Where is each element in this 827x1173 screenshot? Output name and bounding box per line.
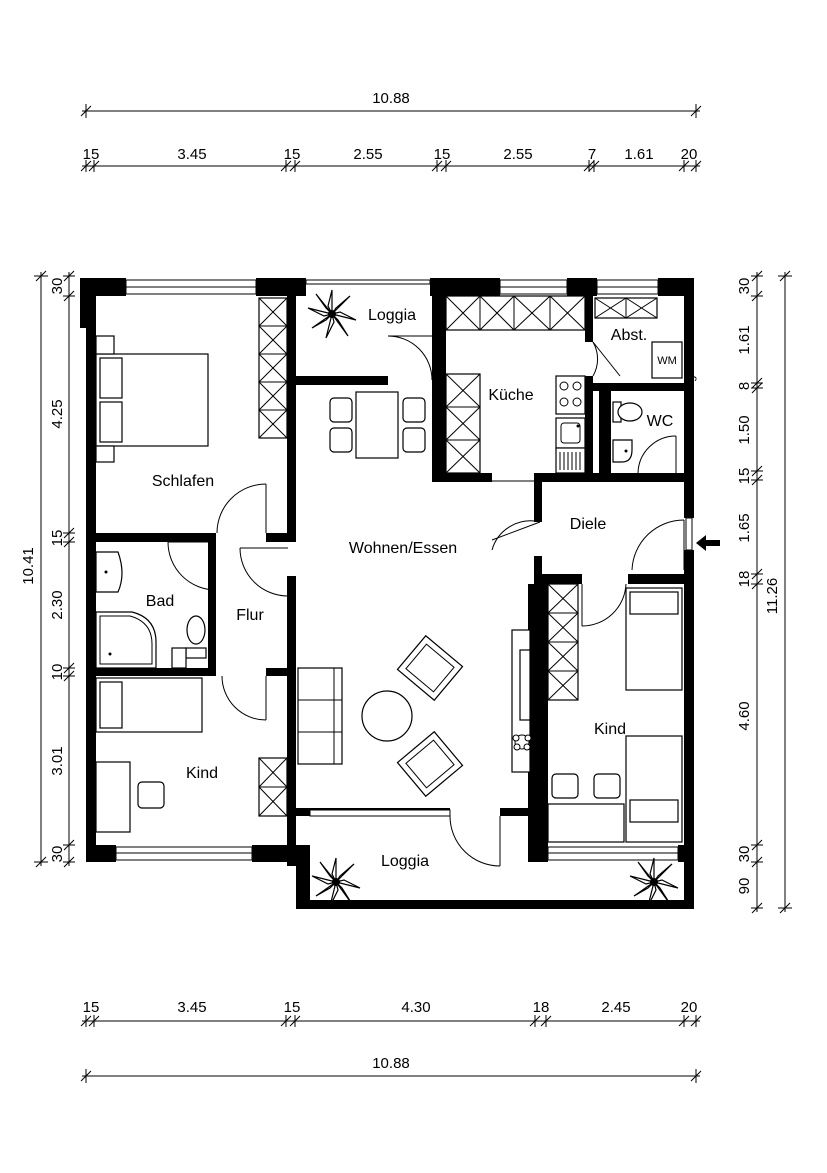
storage-shelf: [594, 297, 658, 319]
bottom-seg-7: 20: [681, 999, 698, 1016]
wardrobe-kind-right: [547, 583, 579, 701]
right-seg-4: 1.50: [736, 415, 753, 444]
plant-icon-loggia-bottom-right: [629, 857, 679, 907]
desk-right: [547, 773, 625, 843]
wardrobe-schlafen: [258, 297, 288, 439]
right-seg-3: 8: [736, 382, 753, 390]
bottom-seg-1: 15: [83, 999, 100, 1016]
tv-sideboard: [511, 629, 531, 773]
right-total-label: 11.26: [764, 578, 781, 614]
shower-tray-icon: [95, 611, 157, 669]
room-label-kueche: Küche: [488, 387, 533, 404]
left-seg-1: 30: [49, 278, 66, 295]
washing-machine-label: WM: [657, 355, 677, 367]
room-label-abst: Abst.: [611, 327, 647, 344]
room-label-kind-left: Kind: [186, 765, 218, 782]
right-dimension-total: 11.26: [764, 270, 792, 914]
bottom-dimension-total: 10.88: [80, 1055, 702, 1083]
sofa: [297, 667, 343, 765]
entrance-arrow-icon: [696, 535, 720, 551]
single-bed-right-bottom: [625, 735, 683, 843]
wc-basin-icon: [612, 439, 633, 463]
top-seg-3: 15: [284, 146, 301, 163]
toilet-icon-wc: [612, 401, 643, 423]
plant-icon-living: [512, 734, 532, 751]
washing-machine-icon: [651, 341, 683, 379]
armchair-top: [396, 634, 464, 702]
right-seg-6: 1.65: [736, 513, 753, 542]
bottom-seg-5: 18: [533, 999, 550, 1016]
left-dimension-segments: 30 4.25 15 2.30 10 3.01 30: [49, 270, 75, 868]
room-label-schlafen: Schlafen: [152, 473, 214, 490]
right-seg-5: 15: [736, 468, 753, 485]
watermark: www.grundriss.com: [685, 313, 697, 409]
room-label-flur: Flur: [236, 607, 264, 624]
room-label-bad: Bad: [146, 593, 174, 610]
bottom-seg-3: 15: [284, 999, 301, 1016]
top-seg-8: 1.61: [624, 146, 653, 163]
wardrobe-kind-left: [258, 757, 288, 817]
doors: [167, 335, 685, 867]
top-seg-9: 20: [681, 146, 698, 163]
room-label-loggia-top: Loggia: [368, 307, 416, 324]
top-dimension-segments: 15 3.45 15 2.55 15 2.55 7 1.61 20: [80, 146, 702, 172]
top-dimension-total: 10.88: [80, 90, 702, 118]
room-label-diele: Diele: [570, 516, 607, 533]
top-total-label: 10.88: [372, 90, 410, 107]
left-dimension-total: 10.41: [20, 270, 48, 868]
left-total-label: 10.41: [20, 547, 37, 585]
dining-table: [329, 391, 426, 459]
room-label-wc: WC: [647, 413, 674, 430]
coffee-table: [361, 690, 413, 742]
kitchen-sink-icon: [555, 417, 586, 449]
right-seg-1: 30: [736, 278, 753, 295]
room-label-kind-right: Kind: [594, 721, 626, 738]
right-dimension-segments: 30 1.61 8 1.50 15 1.65 18 4.60 30 90: [736, 270, 763, 914]
bottom-seg-4: 4.30: [401, 999, 430, 1016]
right-seg-9: 30: [736, 846, 753, 863]
top-seg-7: 7: [588, 146, 596, 163]
windows: [115, 279, 693, 861]
left-seg-3: 15: [49, 530, 66, 547]
left-seg-5: 10: [49, 664, 66, 681]
toilet-icon-bad: [171, 615, 207, 669]
right-seg-10: 90: [736, 878, 753, 895]
top-seg-5: 15: [434, 146, 451, 163]
left-seg-2: 4.25: [49, 399, 66, 428]
kitchen-drainboard: [555, 447, 586, 474]
left-seg-4: 2.30: [49, 590, 66, 619]
left-seg-6: 3.01: [49, 746, 66, 775]
single-bed-left: [95, 677, 203, 733]
kitchen-upper-cabinets: [445, 295, 586, 331]
right-seg-8: 4.60: [736, 701, 753, 730]
room-label-wohnen-essen: Wohnen/Essen: [349, 540, 457, 557]
kitchen-stove-icon: [555, 375, 586, 415]
double-bed: [95, 335, 209, 463]
bottom-seg-6: 2.45: [601, 999, 630, 1016]
plant-icon-loggia-top: [307, 289, 357, 339]
left-seg-7: 30: [49, 846, 66, 863]
right-seg-7: 18: [736, 571, 753, 588]
armchair-bottom: [396, 730, 464, 798]
top-seg-2: 3.45: [177, 146, 206, 163]
bottom-dimension-segments: 15 3.45 15 4.30 18 2.45 20: [80, 999, 702, 1027]
bottom-seg-2: 3.45: [177, 999, 206, 1016]
top-seg-4: 2.55: [353, 146, 382, 163]
top-seg-1: 15: [83, 146, 100, 163]
desk-left: [95, 761, 165, 833]
right-seg-2: 1.61: [736, 325, 753, 354]
kitchen-left-cabinets: [445, 373, 481, 474]
bad-basin-icon: [95, 551, 123, 593]
top-seg-6: 2.55: [503, 146, 532, 163]
walls: [80, 278, 694, 909]
bottom-total-label: 10.88: [372, 1055, 410, 1072]
room-label-loggia-bottom: Loggia: [381, 853, 429, 870]
plant-icon-loggia-bottom-left: [311, 857, 361, 907]
single-bed-right-top: [625, 587, 683, 691]
